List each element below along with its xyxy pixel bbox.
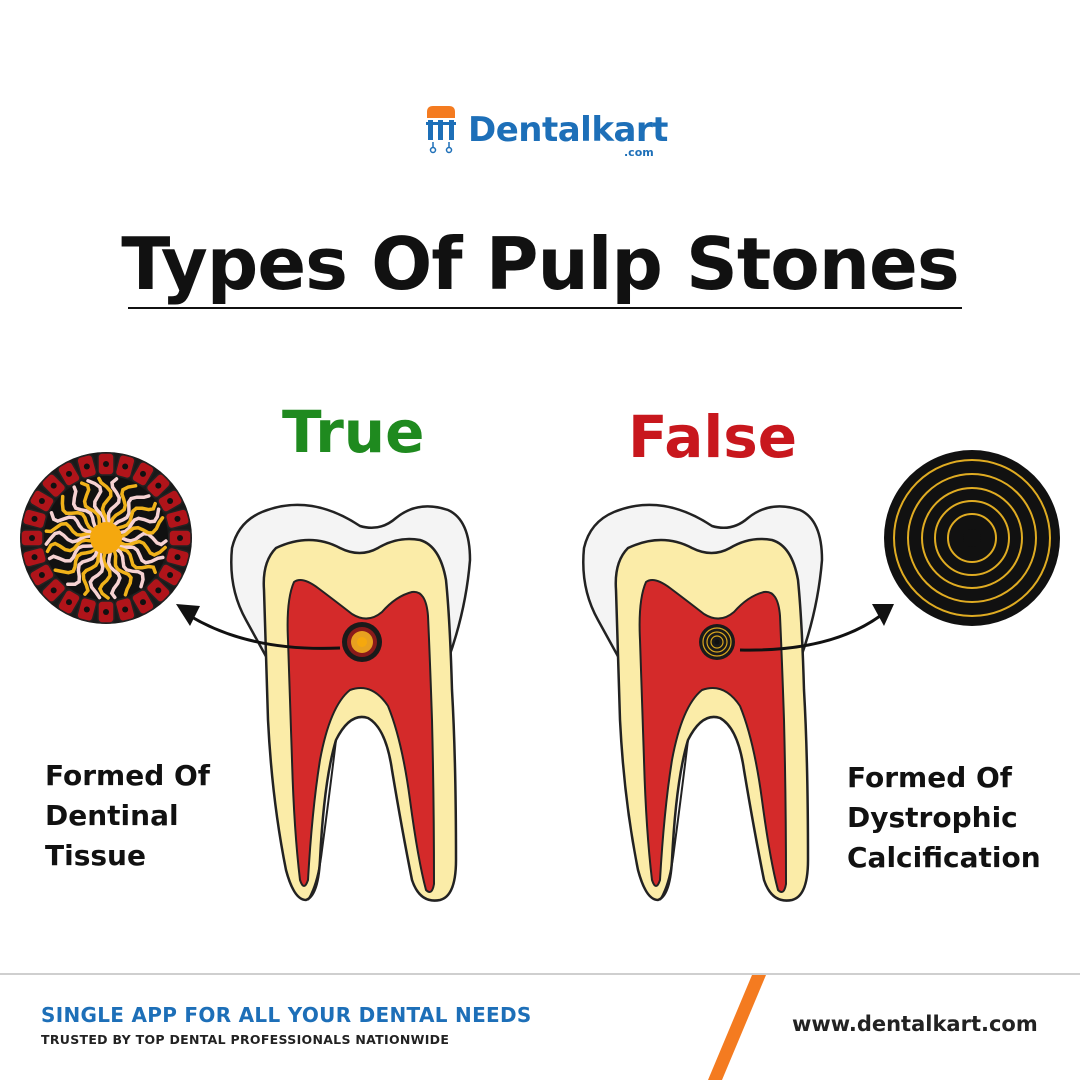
false-stone-small-icon (699, 624, 735, 660)
false-caption-line: Dystrophic (847, 801, 1018, 834)
footer-bar (0, 975, 1080, 1080)
true-caption-line: Tissue (45, 839, 146, 872)
true-caption-line: Dentinal (45, 799, 179, 832)
true-caption-line: Formed Of (45, 759, 210, 792)
footer-divider (0, 973, 1080, 975)
brand-logo: Dentalkart .com (424, 104, 668, 162)
page-title: Types Of Pulp Stones (121, 222, 959, 306)
false-caption-line: Formed Of (847, 761, 1012, 794)
footer-slash-decoration (708, 975, 766, 1080)
footer-subline: TRUSTED BY TOP DENTAL PROFESSIONALS NATI… (41, 1032, 450, 1047)
title-underline (128, 307, 962, 309)
concentric-rings-stone-icon (884, 450, 1060, 626)
footer-website-link[interactable]: www.dentalkart.com (792, 1012, 1038, 1036)
true-type-label: True (282, 398, 425, 466)
false-caption-line: Calcification (847, 841, 1041, 874)
brand-suffix: .com (624, 146, 654, 159)
brand-name: Dentalkart (468, 110, 668, 150)
true-stone-small-icon (342, 622, 382, 662)
true-caption: Formed Of Dentinal Tissue (45, 756, 210, 876)
footer-headline: SINGLE APP FOR ALL YOUR DENTAL NEEDS (41, 1003, 532, 1027)
false-type-label: False (628, 403, 798, 471)
radial-dentinal-stone-icon (20, 452, 192, 624)
false-caption: Formed Of Dystrophic Calcification (847, 758, 1041, 878)
tooth-logo-icon (426, 106, 456, 154)
